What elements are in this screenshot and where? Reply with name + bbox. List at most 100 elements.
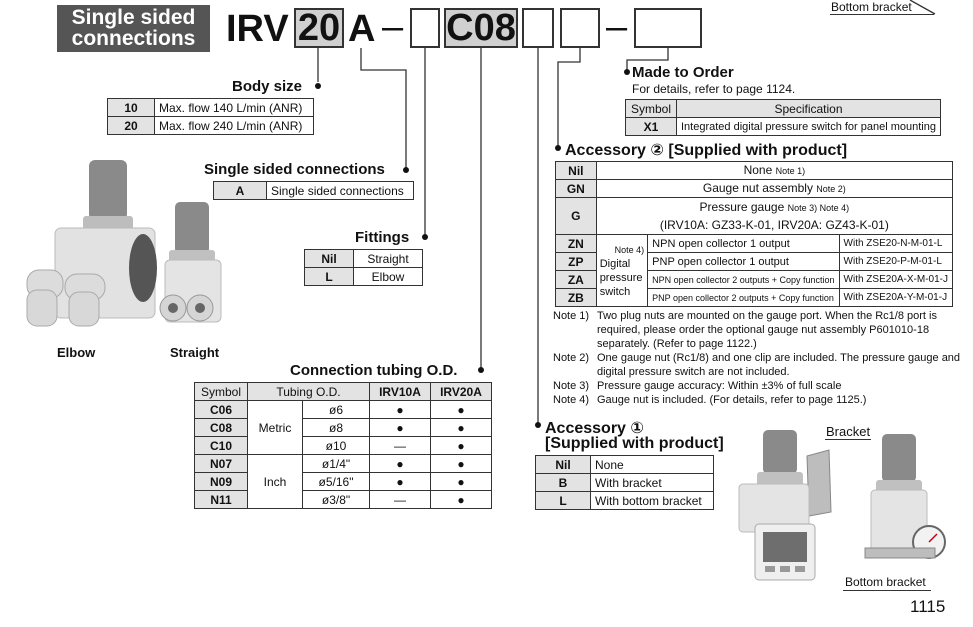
acc2-switch-model: With ZSE20A-Y-M-01-J	[838, 288, 954, 307]
tubing-symbol: N07	[194, 454, 248, 473]
note-text: One gauge nut (Rc1/8) and one clip are i…	[597, 352, 961, 378]
tubing-symbol: C06	[194, 400, 248, 419]
acc1-code: L	[535, 491, 591, 510]
acc1-code: Nil	[535, 455, 591, 474]
accessory2-table: Nil None Note 1) GN Gauge nut assembly N…	[555, 161, 954, 307]
table-row: ZA NPN open collector 2 outputs + Copy f…	[555, 270, 954, 289]
made-to-order-box	[634, 8, 702, 48]
tubing-od: ø1/4"	[302, 454, 370, 473]
table-row: ZP PNP open collector 1 output With ZSE2…	[555, 252, 954, 271]
fittings-code: Nil	[304, 249, 354, 268]
tubing-irv20a: ●	[430, 400, 492, 419]
code-type: A	[348, 8, 376, 50]
tubing-header-irv10a: IRV10A	[369, 382, 431, 401]
accessory2-title: Accessory ② [Supplied with product]	[565, 142, 848, 159]
top-callout-underline	[830, 14, 934, 15]
single-sided-table: A Single sided connections	[213, 181, 414, 200]
tubing-irv10a: ●	[369, 472, 431, 491]
table-row: G Pressure gauge Note 3) Note 4) (IRV10A…	[555, 197, 954, 235]
fittings-title: Fittings	[355, 229, 410, 246]
table-row: B With bracket	[535, 473, 714, 492]
tubing-irv20a: ●	[430, 418, 492, 437]
code-prefix: IRV	[226, 8, 289, 50]
note-text: Pressure gauge accuracy: Within ±3% of f…	[597, 380, 842, 392]
made-to-order-table: Symbol Specification X1 Integrated digit…	[625, 99, 941, 136]
table-row: C10 ø10 — ●	[194, 436, 492, 455]
accessory1-title-2: [Supplied with product]	[545, 435, 724, 452]
acc2-switch-desc: PNP open collector 1 output	[647, 252, 840, 271]
tubing-od: ø3/8"	[302, 490, 370, 509]
body-size-code: 20	[107, 116, 155, 135]
acc2-switch-model: With ZSE20-P-M-01-L	[838, 252, 954, 271]
tubing-irv20a: ●	[430, 472, 492, 491]
body-size-code: 10	[107, 98, 155, 117]
note-label: Note 4)	[553, 394, 590, 406]
acc2-code: ZN	[555, 234, 597, 253]
acc2-switch-label-3: switch	[599, 285, 631, 298]
elbow-label: Elbow	[57, 345, 96, 360]
fittings-box	[522, 8, 554, 48]
tubing-irv10a: ●	[369, 454, 431, 473]
mto-symbol: X1	[625, 117, 677, 136]
acc2-switch-group: Note 4) Digital pressure switch	[595, 234, 649, 307]
tubing-od: ø5/16"	[302, 472, 370, 491]
tubing-irv10a: —	[369, 436, 431, 455]
bracket-photos	[738, 430, 946, 581]
table-row: N09 ø5/16" ● ●	[194, 472, 492, 491]
tubing-header-irv20a: IRV20A	[430, 382, 492, 401]
bracket-regulator-image	[738, 430, 832, 581]
mto-header-spec: Specification	[676, 99, 941, 118]
table-row: ZB PNP open collector 2 outputs + Copy f…	[555, 288, 954, 307]
table-row: L With bottom bracket	[535, 491, 714, 510]
table-header-row: Symbol Specification	[625, 99, 941, 118]
acc2-switch-desc: NPN open collector 1 output	[647, 234, 840, 253]
tubing-symbol: C10	[194, 436, 248, 455]
table-row: C08 ø8 ● ●	[194, 418, 492, 437]
tubing-irv10a: —	[369, 490, 431, 509]
acc1-code: B	[535, 473, 591, 492]
acc2-switch-model: With ZSE20A-X-M-01-J	[838, 270, 954, 289]
tubing-table: Symbol Tubing O.D. IRV10A IRV20A C06 Met…	[194, 382, 492, 509]
tubing-symbol: N11	[194, 490, 248, 509]
body-size-table: 10 Max. flow 140 L/min (ANR) 20 Max. flo…	[107, 98, 314, 135]
code-dash-1: –	[382, 6, 404, 48]
accessory2-box	[410, 8, 440, 48]
tubing-header-symbol: Symbol	[194, 382, 248, 401]
table-row: Nil Straight	[304, 249, 423, 268]
bracket-label: Bracket	[826, 424, 871, 439]
acc2-switch-label-2: pressure	[599, 271, 643, 284]
category-tag: Single sided connections	[57, 5, 210, 52]
straight-regulator-image	[159, 202, 222, 323]
note-text: Gauge nut is included. (For details, ref…	[597, 394, 867, 406]
tubing-symbol: C08	[194, 418, 248, 437]
acc2-switch-desc: PNP open collector 2 outputs + Copy func…	[647, 288, 840, 307]
table-row: ZN Note 4) Digital pressure switch NPN o…	[555, 234, 954, 307]
page-number: 1115	[910, 597, 946, 616]
made-to-order-subtitle: For details, refer to page 1124.	[632, 82, 796, 96]
body-size-desc: Max. flow 140 L/min (ANR)	[154, 98, 314, 117]
mto-header-symbol: Symbol	[625, 99, 677, 118]
table-row: C06 Metric ø6 ● ●	[194, 400, 492, 455]
acc2-note-ref: Note 3) Note 4)	[787, 202, 850, 213]
tubing-header-od: Tubing O.D.	[247, 382, 370, 401]
code-size-box: 20	[294, 8, 344, 48]
acc1-desc: With bracket	[590, 473, 714, 492]
tag-line-2: connections	[71, 27, 196, 50]
acc2-switch-model: With ZSE20-N-M-01-L	[838, 234, 954, 253]
code-size: 20	[297, 7, 341, 49]
table-row: N07 Inch ø1/4" ● ●	[194, 454, 492, 509]
acc2-switch-label-1: Digital	[599, 257, 631, 270]
table-row: GN Gauge nut assembly Note 2)	[555, 179, 954, 198]
tubing-irv10a: ●	[369, 400, 431, 419]
bottom-bracket-regulator-image	[864, 434, 946, 559]
tubing-irv10a: ●	[369, 418, 431, 437]
acc1-desc: None	[590, 455, 714, 474]
table-header-row: Symbol Tubing O.D. IRV10A IRV20A	[194, 382, 492, 401]
tubing-symbol: N09	[194, 472, 248, 491]
note-item: Note 1) Two plug nuts are mounted on the…	[553, 309, 965, 351]
table-row: X1 Integrated digital pressure switch fo…	[625, 117, 941, 136]
made-to-order-title: Made to Order	[632, 64, 734, 81]
table-row: Nil None	[535, 455, 714, 474]
table-row: 20 Max. flow 240 L/min (ANR)	[107, 116, 314, 135]
